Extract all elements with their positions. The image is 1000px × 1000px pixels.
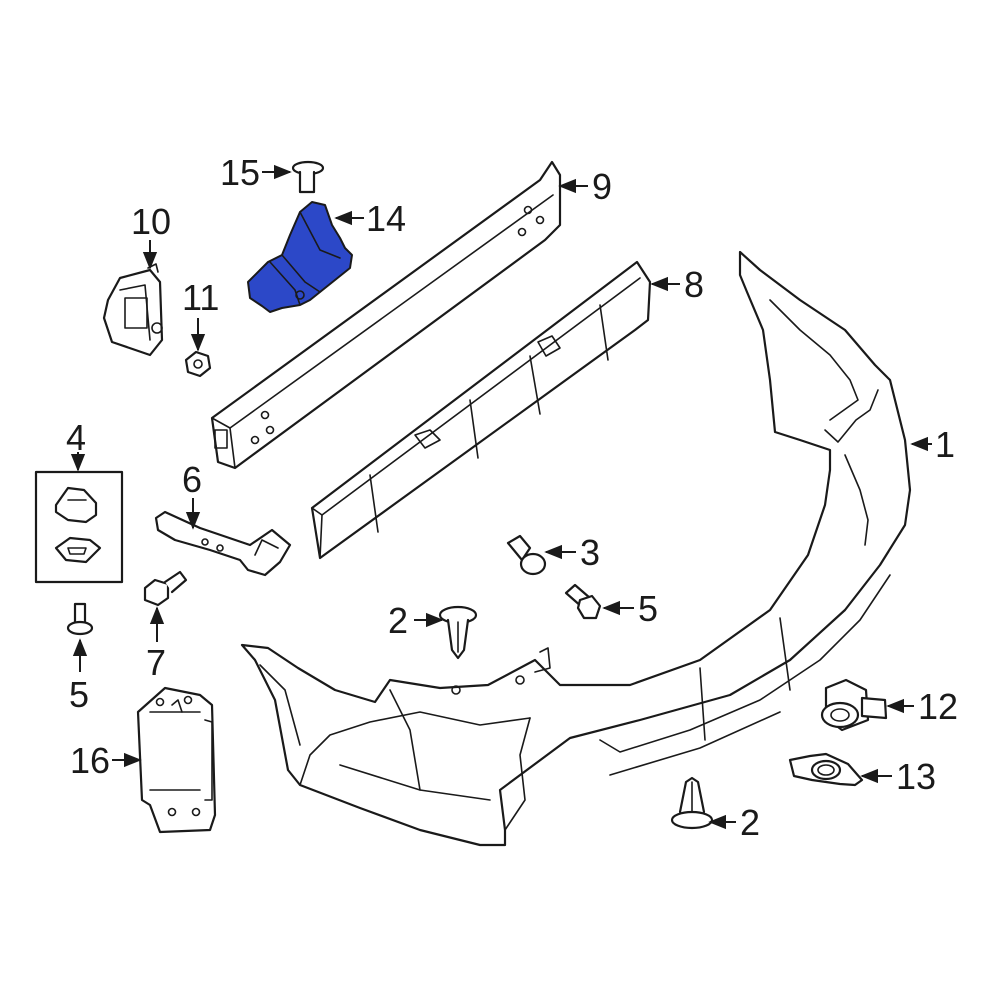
reinforcement-beam[interactable] — [210, 160, 562, 470]
callout-12: 12 — [918, 686, 958, 727]
push-rivet-lower[interactable] — [670, 776, 714, 830]
push-pin[interactable] — [291, 160, 325, 194]
side-bracket[interactable] — [154, 510, 292, 577]
callout-16: 16 — [70, 740, 110, 781]
callout-13: 13 — [896, 756, 936, 797]
callout-labels: 1 2 2 3 4 5 5 6 7 8 9 10 11 12 13 14 15 … — [66, 152, 958, 843]
bracket-highlighted[interactable] — [247, 201, 353, 313]
callout-10: 10 — [131, 201, 171, 242]
bracket-body — [247, 201, 353, 313]
callout-5-left: 5 — [69, 674, 89, 715]
leader-lines — [70, 164, 932, 830]
screw[interactable] — [143, 570, 188, 607]
callout-3: 3 — [580, 532, 600, 573]
callout-8: 8 — [684, 264, 704, 305]
clip-group[interactable] — [34, 470, 124, 584]
parking-sensor[interactable] — [820, 678, 888, 732]
bumper-cover[interactable] — [240, 250, 912, 847]
push-rivet-upper[interactable] — [438, 605, 478, 660]
energy-absorber[interactable] — [310, 260, 652, 560]
callout-9: 9 — [592, 166, 612, 207]
callout-11: 11 — [182, 277, 219, 318]
bolt-right[interactable] — [564, 583, 602, 620]
sensor-bracket[interactable] — [102, 263, 164, 357]
callout-7: 7 — [146, 642, 166, 683]
hex-nut[interactable] — [184, 350, 212, 378]
bolt-left[interactable] — [66, 602, 94, 636]
callout-15: 15 — [220, 152, 260, 193]
control-module[interactable] — [136, 686, 217, 834]
callout-1: 1 — [935, 424, 955, 465]
callout-5-right: 5 — [638, 588, 658, 629]
retainer-clip[interactable] — [506, 534, 547, 576]
callout-4: 4 — [66, 417, 86, 458]
callout-14: 14 — [366, 198, 406, 239]
callout-2-upper: 2 — [388, 600, 408, 641]
callout-2-lower: 2 — [740, 802, 760, 843]
callout-6: 6 — [182, 459, 202, 500]
sensor-holder[interactable] — [788, 752, 864, 787]
